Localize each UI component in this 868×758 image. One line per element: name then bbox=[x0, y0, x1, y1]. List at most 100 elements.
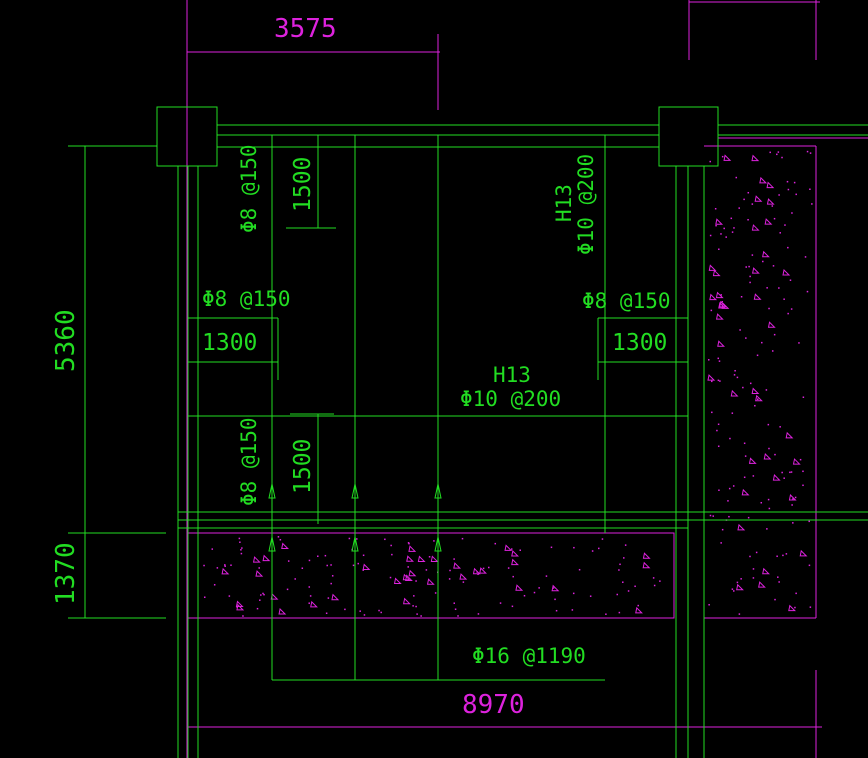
hatch-dot bbox=[533, 591, 536, 594]
hatch-mark bbox=[712, 269, 721, 277]
hatch-dot bbox=[808, 564, 811, 567]
hatch-dot bbox=[659, 580, 661, 582]
hatch-dot bbox=[573, 546, 575, 549]
hatch-mark bbox=[310, 600, 318, 608]
hatch-dot bbox=[242, 615, 244, 617]
hatch-mark bbox=[417, 555, 426, 563]
hatch-dot bbox=[740, 296, 743, 298]
hatch-dot bbox=[434, 592, 437, 594]
hatch-dot bbox=[308, 586, 311, 588]
hatch-dot bbox=[798, 342, 800, 344]
hatch-dot bbox=[637, 604, 639, 607]
hatch-mark bbox=[221, 567, 230, 575]
hatch-mark bbox=[736, 583, 744, 591]
hatch-dot bbox=[294, 578, 296, 580]
hatch-dot bbox=[391, 553, 393, 556]
hatch-dot bbox=[240, 549, 242, 551]
hatch-dot bbox=[708, 603, 710, 606]
hatch-mark bbox=[792, 458, 801, 465]
hatch-dot bbox=[258, 567, 260, 569]
hatch-dot bbox=[407, 566, 409, 568]
hatch-dot bbox=[802, 484, 804, 487]
structure-lines bbox=[68, 106, 868, 758]
hatch-mark bbox=[551, 584, 560, 592]
hatch-mark bbox=[459, 573, 468, 580]
hatch-dot bbox=[330, 564, 332, 566]
hatch-dot bbox=[738, 207, 740, 209]
hatch-dot bbox=[768, 507, 771, 510]
hatch-dot bbox=[308, 602, 310, 604]
hatch-dot bbox=[728, 487, 731, 490]
hatch-dot bbox=[457, 615, 459, 617]
hatch-dot bbox=[239, 541, 241, 543]
hatch-mark bbox=[406, 555, 414, 562]
label-right-rebar: Φ8 @150 bbox=[582, 289, 671, 313]
hatch-mark bbox=[402, 573, 411, 581]
hatch-dot bbox=[793, 181, 796, 184]
label-tl-length: 1500 bbox=[290, 157, 316, 212]
hatch-dot bbox=[731, 588, 734, 590]
hatch-dot bbox=[453, 602, 456, 604]
hatch-dot bbox=[771, 205, 774, 207]
hatch-mark bbox=[635, 606, 643, 614]
hatch-mark bbox=[723, 154, 732, 161]
hatch-dot bbox=[301, 567, 304, 569]
hatch-dot bbox=[717, 423, 720, 426]
hatch-mark bbox=[788, 493, 797, 501]
hatch-dot bbox=[601, 538, 604, 540]
hatch-dot bbox=[804, 256, 807, 258]
hatch-mark bbox=[754, 195, 763, 202]
hatch-dot bbox=[331, 575, 334, 577]
hatch-dot bbox=[787, 246, 789, 249]
hatch-dot bbox=[356, 538, 358, 540]
column-left bbox=[156, 106, 218, 167]
hatch-mark bbox=[715, 313, 724, 320]
hatch-dot bbox=[747, 191, 750, 194]
hatch-mark bbox=[766, 181, 775, 189]
hatch-dot bbox=[791, 212, 793, 214]
hatch-dot bbox=[616, 593, 619, 596]
hatch-dot bbox=[747, 219, 749, 221]
hatch-dot bbox=[572, 592, 575, 595]
dim-left-height: 5360 bbox=[51, 309, 81, 372]
label-bl-vertical-rebar: Φ8 @150 bbox=[237, 417, 261, 506]
hatch-dot bbox=[717, 379, 720, 382]
hatch-dot bbox=[589, 595, 592, 597]
hatch-dot bbox=[774, 453, 776, 456]
hatch-dot bbox=[236, 606, 238, 608]
hatch-dot bbox=[728, 515, 730, 518]
concrete-hatch-right bbox=[707, 150, 813, 615]
hatch-dot bbox=[809, 606, 812, 608]
hatch-dot bbox=[598, 547, 600, 550]
hatch-dot bbox=[806, 150, 809, 153]
hatch-dot bbox=[769, 151, 771, 154]
hatch-dot bbox=[415, 580, 417, 582]
hatch-dot bbox=[413, 595, 415, 597]
hatch-mark bbox=[730, 389, 739, 397]
hatch-dot bbox=[344, 608, 346, 611]
hatch-dot bbox=[723, 227, 725, 230]
hatch-dot bbox=[743, 198, 745, 201]
hatch-dot bbox=[228, 595, 231, 597]
hatch-dot bbox=[733, 590, 735, 592]
hatch-dot bbox=[653, 584, 656, 587]
hatch-dot bbox=[718, 360, 721, 362]
hatch-dot bbox=[721, 300, 724, 303]
hatch-dot bbox=[743, 476, 746, 479]
hatch-mark bbox=[642, 552, 651, 559]
label-bl-length: 1500 bbox=[290, 439, 316, 494]
hatch-dot bbox=[380, 611, 382, 614]
hatch-mark bbox=[642, 561, 651, 569]
hatch-dot bbox=[773, 333, 776, 336]
hatch-mark bbox=[255, 570, 264, 577]
hatch-dot bbox=[384, 538, 386, 541]
hatch-dot bbox=[771, 350, 774, 352]
hatch-dot bbox=[512, 575, 514, 578]
hatch-mark bbox=[718, 301, 727, 309]
hatch-dot bbox=[774, 598, 776, 601]
hatch-mark bbox=[741, 488, 750, 496]
hatch-dot bbox=[745, 337, 747, 339]
hatch-mark bbox=[764, 218, 773, 225]
hatch-mark bbox=[262, 554, 271, 562]
